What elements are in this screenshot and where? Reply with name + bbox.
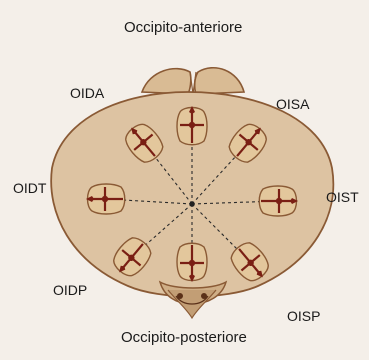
fetal-head-icon-bottom xyxy=(177,243,207,282)
fetal-head-icon-top xyxy=(177,106,207,145)
label-oida: OIDA xyxy=(70,86,104,100)
center-point xyxy=(189,201,194,206)
label-oidt: OIDT xyxy=(13,181,46,195)
label-oidp: OIDP xyxy=(53,283,87,297)
frontal-bumps xyxy=(142,68,244,94)
fetal-head-icon-right xyxy=(259,186,298,216)
label-occipito-anteriore: Occipito-anteriore xyxy=(124,20,242,35)
occipital-bumps xyxy=(160,282,226,318)
label-oist: OIST xyxy=(326,190,359,204)
label-oisa: OISA xyxy=(276,97,309,111)
fetal-head-icon-left xyxy=(86,184,125,214)
label-occipito-posteriore: Occipito-posteriore xyxy=(121,330,247,345)
label-oisp: OISP xyxy=(287,309,320,323)
